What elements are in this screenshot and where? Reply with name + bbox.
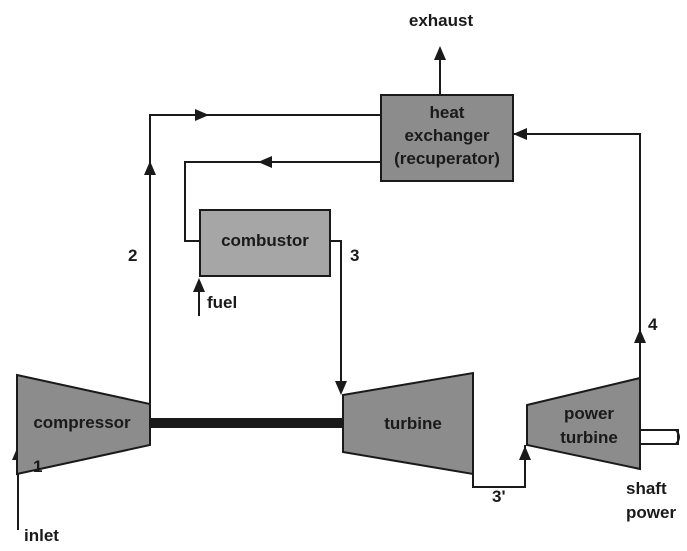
output-shaft <box>639 429 680 445</box>
turbine-label: turbine <box>384 414 442 433</box>
arrow-3prime-up <box>519 446 531 460</box>
compressor-shape <box>16 373 151 476</box>
arrow-state4-up <box>634 329 646 343</box>
turbine-shape <box>342 371 474 476</box>
flow-lines <box>17 48 641 530</box>
combustor-box <box>199 209 331 277</box>
arrow-turbine-down <box>335 381 347 395</box>
shaft-power-label-line1: shaft <box>626 479 667 498</box>
arrow-top-right <box>195 109 209 121</box>
state-4-label: 4 <box>648 315 658 334</box>
power-turbine-exit-line <box>513 133 641 378</box>
compressor-exit-line <box>149 114 381 403</box>
heat-exchanger-label-line2: exchanger <box>404 126 489 145</box>
heat-exchanger-box <box>380 94 514 182</box>
power-turbine-label-line2: turbine <box>560 428 618 447</box>
heat-exchanger-label-line3: (recuperator) <box>394 149 500 168</box>
combustor-label: combustor <box>221 231 309 250</box>
power-turbine-label-line1: power <box>564 404 614 423</box>
arrow-fuel-up <box>193 278 205 292</box>
arrow-into-hx-left <box>513 128 527 140</box>
power-turbine-shape <box>526 376 641 471</box>
heat-exchanger-label-line1: heat <box>430 103 465 122</box>
state-1-label: 1 <box>33 457 42 476</box>
shaft-power-label-line2: power <box>626 503 676 522</box>
arrow-exhaust-up <box>434 46 446 60</box>
state-3prime-label: 3' <box>492 487 506 506</box>
arrow-to-combustor-left <box>258 156 272 168</box>
exhaust-label: exhaust <box>409 11 474 30</box>
turbine-to-power-turbine-line <box>472 445 526 488</box>
recuperator-to-combustor-line <box>184 161 381 242</box>
fuel-label: fuel <box>207 293 237 312</box>
compressor-label: compressor <box>33 413 131 432</box>
state-2-label: 2 <box>128 246 137 265</box>
arrow-state2-up <box>144 161 156 175</box>
state-3-label: 3 <box>350 246 359 265</box>
combustor-to-turbine-line <box>330 240 342 390</box>
main-shaft <box>149 418 344 428</box>
inlet-label: inlet <box>24 526 59 545</box>
